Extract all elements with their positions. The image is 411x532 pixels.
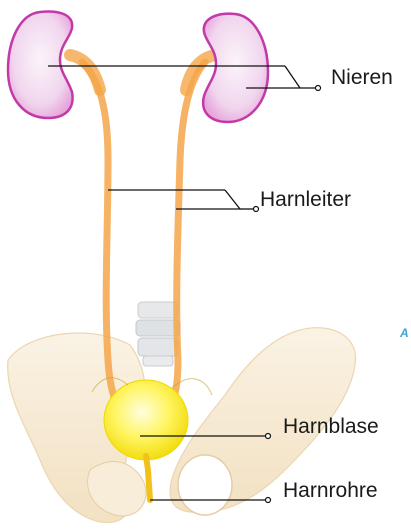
label-urethra: Harnrohre bbox=[283, 479, 378, 503]
label-bladder: Harnblase bbox=[283, 415, 379, 439]
kidney-right bbox=[203, 14, 268, 122]
label-ureter: Harnleiter bbox=[260, 188, 351, 212]
urethra bbox=[146, 456, 150, 500]
corner-badge: A bbox=[400, 326, 409, 340]
label-kidneys: Nieren bbox=[331, 66, 393, 90]
bladder bbox=[104, 380, 188, 460]
kidney-left bbox=[8, 12, 73, 118]
